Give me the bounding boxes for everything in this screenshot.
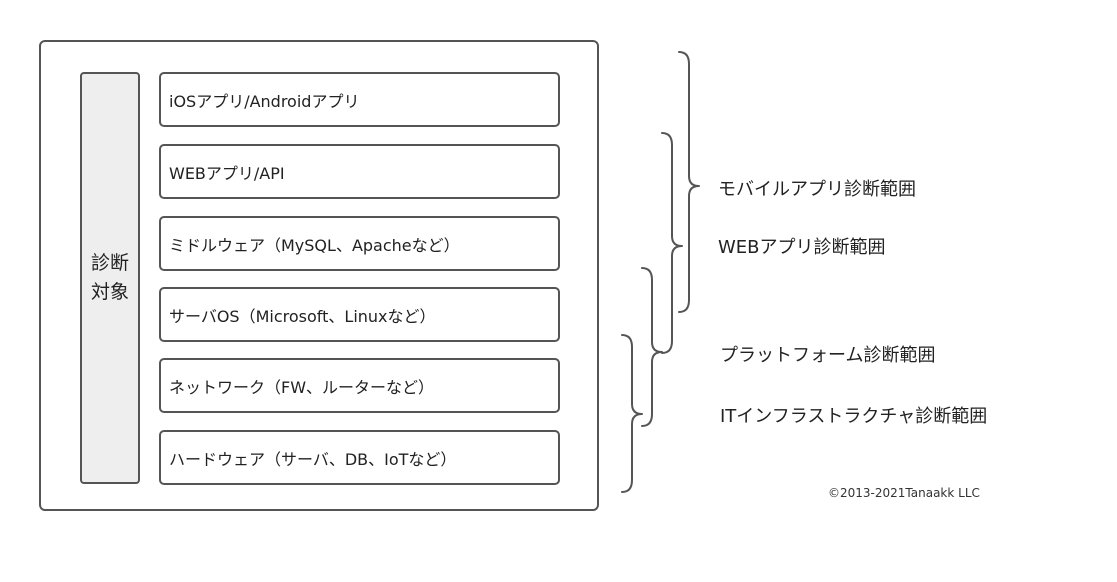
diagnosis-target-label-box: 診断対象 xyxy=(80,72,140,484)
layer-network: ネットワーク（FW、ルーターなど） xyxy=(159,358,560,413)
layer-server-os: サーバOS（Microsoft、Linuxなど） xyxy=(159,287,560,342)
layer-web-apps: WEBアプリ/API xyxy=(159,144,560,199)
layer-mobile-apps: iOSアプリ/Androidアプリ xyxy=(159,72,560,127)
scope-label-platform: プラットフォーム診断範囲 xyxy=(720,345,936,366)
scope-label-web: WEBアプリ診断範囲 xyxy=(718,237,886,258)
brace-infra-scope xyxy=(621,334,643,493)
brace-platform-scope xyxy=(641,267,663,427)
brace-mobile-scope xyxy=(678,51,700,313)
layer-hardware: ハードウェア（サーバ、DB、IoTなど） xyxy=(159,430,560,485)
copyright-text: ©2013-2021Tanaakk LLC xyxy=(828,486,980,500)
diagnosis-target-label: 診断対象 xyxy=(90,252,129,303)
layer-middleware: ミドルウェア（MySQL、Apacheなど） xyxy=(159,216,560,271)
brace-web-scope xyxy=(661,132,683,354)
scope-label-infrastructure: ITインフラストラクチャ診断範囲 xyxy=(720,406,988,427)
scope-label-mobile: モバイルアプリ診断範囲 xyxy=(718,179,916,200)
